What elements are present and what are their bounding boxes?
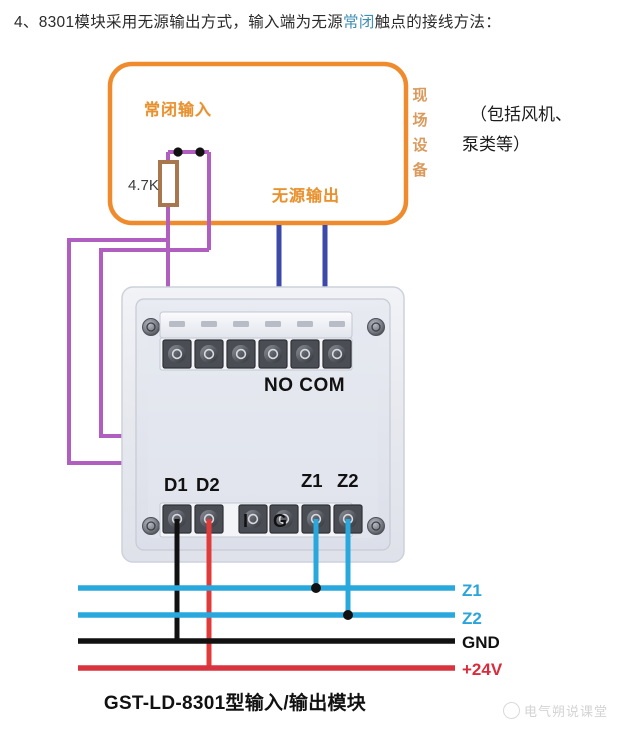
passive-output-label: 无源输出	[272, 188, 341, 205]
field-device-note: （包括风机、 泵类等）	[462, 100, 620, 160]
junction-dot	[195, 147, 205, 157]
junction-dot	[173, 147, 183, 157]
terminal-label-z2: Z2	[337, 470, 359, 491]
page-title-suffix: 触点的接线方法：	[374, 14, 502, 31]
resistor-value-label: 4.7K	[128, 177, 159, 194]
watermark-text: 电气朔说课堂	[524, 703, 609, 719]
bottom-terminal-strip[interactable]	[159, 502, 363, 538]
bus-label-gnd: GND	[462, 633, 500, 652]
terminal-no[interactable]	[258, 321, 288, 369]
shell-screw	[142, 318, 160, 336]
field-device-box	[107, 61, 409, 226]
page-title-prefix: 4、8301模块采用无源输出方式，输入端为无源	[14, 14, 344, 31]
bus-label-z2: Z2	[462, 609, 482, 628]
shell-screw	[367, 517, 385, 535]
field-device-char: 备	[412, 162, 428, 179]
nc-input-label: 常闭输入	[144, 102, 213, 119]
shell-screw	[367, 318, 385, 336]
terminal-com[interactable]	[290, 321, 320, 369]
terminal-label-d2: D2	[196, 474, 220, 495]
bus-label-24v: +24V	[462, 660, 503, 679]
page-title-highlight: 常闭	[343, 14, 375, 31]
watermark-logo-icon	[503, 701, 520, 719]
terminal-label-g: G	[273, 511, 288, 531]
terminal-g[interactable]	[269, 504, 299, 534]
terminal-i[interactable]	[238, 504, 268, 534]
field-device-note-line2: 泵类等）	[462, 135, 530, 154]
watermark: 电气朔说课堂	[503, 698, 631, 722]
junction-dot	[311, 583, 321, 593]
terminal-label-z1: Z1	[301, 470, 323, 491]
terminal-label-i: I	[243, 511, 249, 531]
shell-screw	[142, 517, 160, 535]
field-device-label: 现 场 设 备	[409, 83, 431, 183]
resistor-4k7	[158, 160, 179, 207]
no-com-label: NO COM	[264, 375, 346, 396]
top-terminal-strip[interactable]	[159, 311, 353, 371]
junction-dot	[343, 610, 353, 620]
field-device-char: 现	[412, 87, 428, 104]
figure-caption: GST-LD-8301型输入/输出模块	[103, 693, 367, 714]
module-device	[121, 286, 405, 563]
field-device-char: 设	[412, 137, 428, 154]
page-title: 4、8301模块采用无源输出方式，输入端为无源常闭触点的接线方法：	[14, 12, 624, 34]
terminal-label-d1: D1	[164, 474, 188, 495]
field-device-note-line1: （包括风机、	[470, 105, 572, 124]
bus-label-z1: Z1	[462, 581, 482, 600]
bus-lines	[78, 585, 455, 671]
field-device-char: 场	[412, 112, 428, 129]
